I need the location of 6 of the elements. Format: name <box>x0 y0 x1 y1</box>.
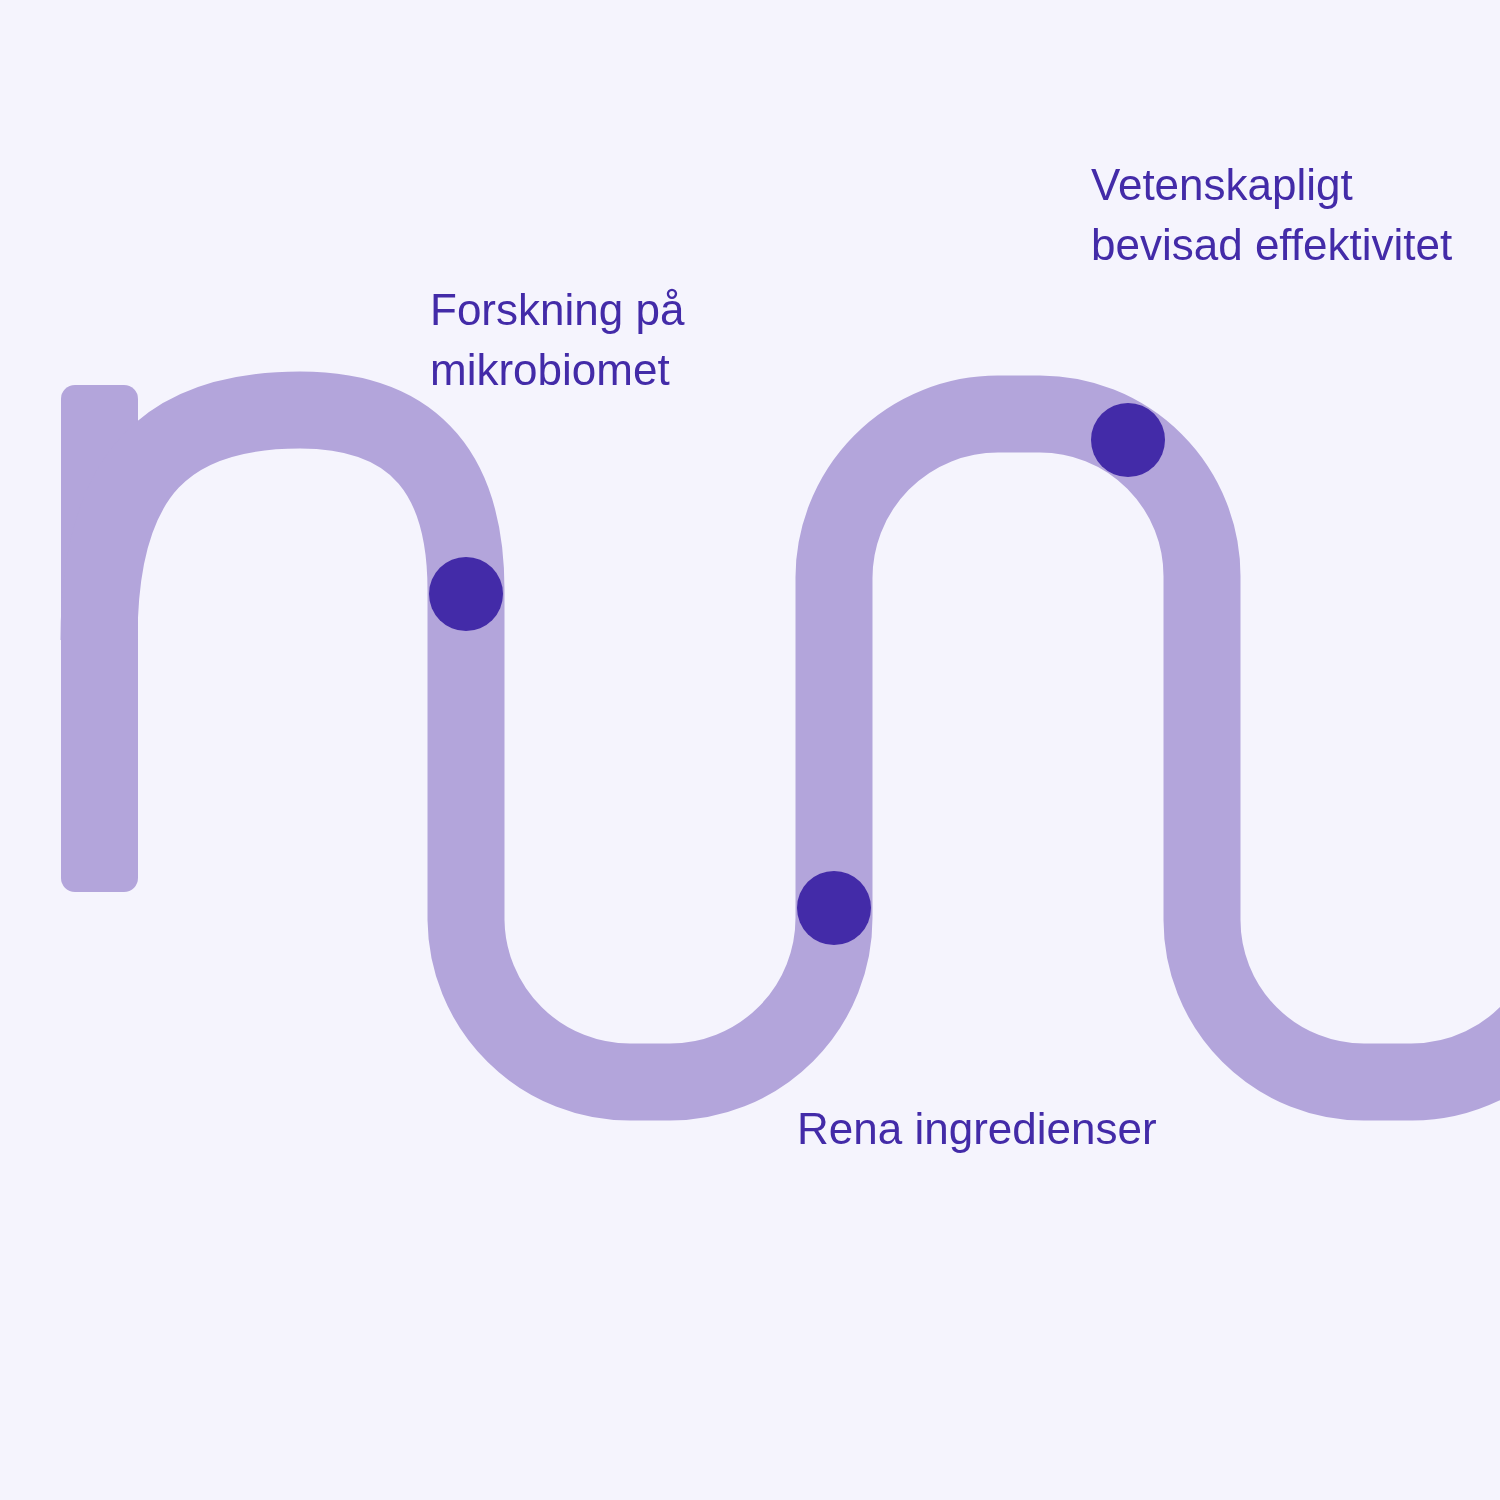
milestone-label: Rena ingredienser <box>797 1103 1158 1155</box>
milestone-dot <box>796 870 872 946</box>
milestone-label: Vetenskapligt bevisad effektivitet <box>1091 159 1454 271</box>
milestone-label: Forskning på mikrobiomet <box>430 284 686 396</box>
milestone-dot <box>1090 402 1166 478</box>
milestone-dot <box>428 556 504 632</box>
